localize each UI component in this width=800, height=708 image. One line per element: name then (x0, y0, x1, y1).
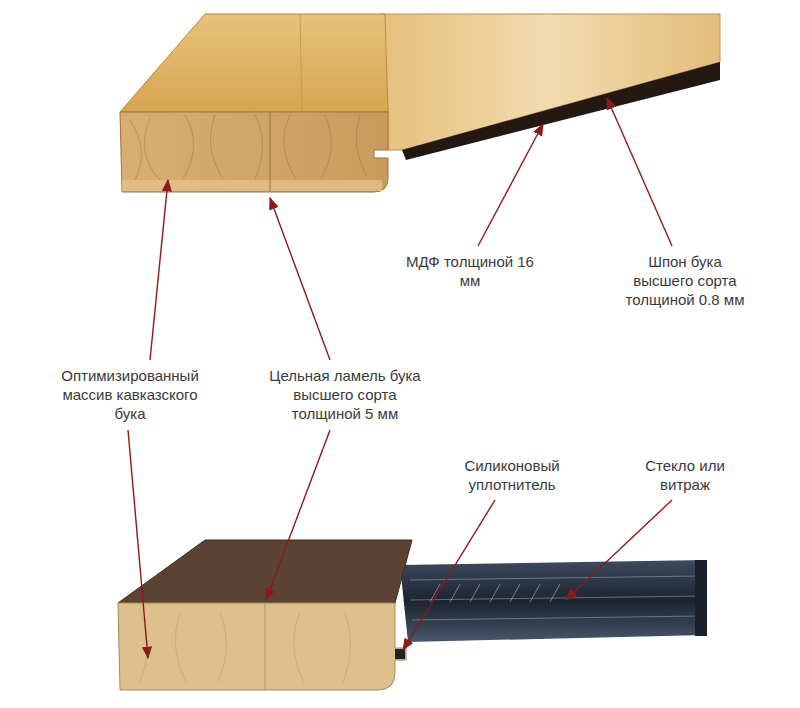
callout-label: Оптимизированный массив кавказского бука (45, 366, 215, 423)
callout-label: Стекло или витраж (635, 456, 735, 494)
callout-label: Силиконовый уплотнитель (455, 456, 570, 494)
callout-label: МДФ толщиной 16 мм (405, 252, 535, 290)
callout-label: Цельная ламель бука высшего сорта толщин… (260, 366, 430, 423)
upper-profile (120, 14, 720, 192)
lower-profile (118, 540, 707, 690)
leader-lines (128, 98, 672, 658)
callout-label: Шпон бука высшего сорта толщиной 0.8 мм (620, 252, 750, 309)
